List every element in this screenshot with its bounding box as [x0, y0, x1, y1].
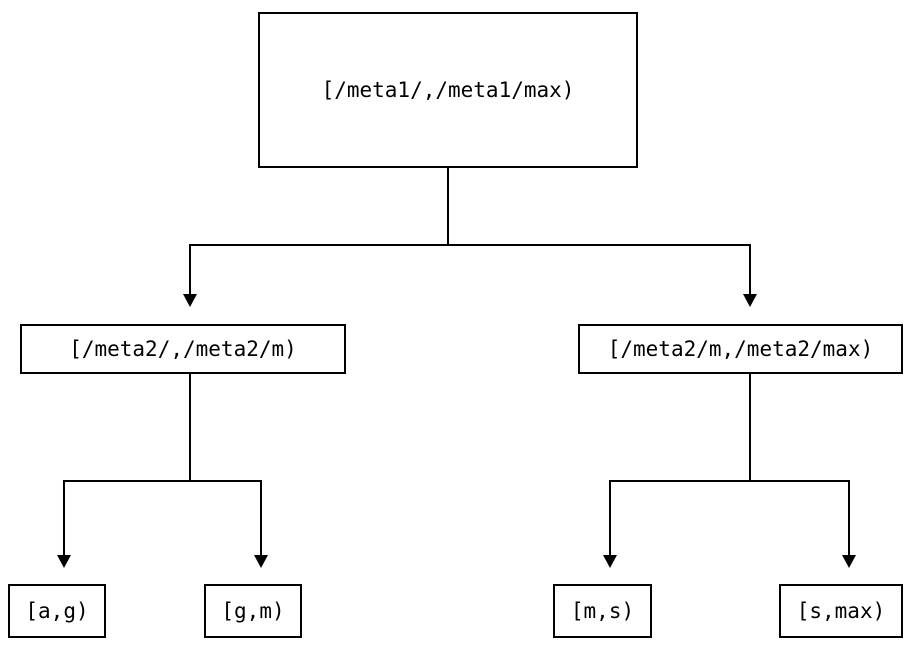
node-mid-left[interactable]: [/meta2/,/meta2/m) [20, 324, 346, 374]
edge-root-to-mid-left [189, 244, 191, 295]
node-leaf-3-label: [m,s) [570, 598, 635, 623]
node-mid-right-label: [/meta2/m,/meta2/max) [607, 336, 874, 361]
edge-mid-left-stem [189, 374, 191, 482]
edge-mid-right-to-leaf-4 [848, 480, 850, 556]
node-leaf-2[interactable]: [g,m) [204, 584, 302, 638]
edge-mid-left-to-leaf-1 [63, 480, 65, 556]
edge-mid-right-to-leaf-3 [609, 480, 611, 556]
node-leaf-4[interactable]: [s,max) [779, 584, 903, 638]
edge-mid-left-crossbar [63, 480, 262, 482]
arrowhead-mid-left-to-leaf-2-icon [254, 555, 268, 568]
arrowhead-mid-right-to-leaf-3-icon [603, 555, 617, 568]
edge-root-to-mid-right [749, 244, 751, 295]
edge-root-stem [447, 168, 449, 246]
edge-mid-right-stem [749, 374, 751, 482]
arrowhead-mid-left-to-leaf-1-icon [57, 555, 71, 568]
node-leaf-1-label: [a,g) [25, 598, 89, 623]
edge-root-crossbar [190, 244, 751, 246]
node-root[interactable]: [/meta1/,/meta1/max) [258, 12, 638, 168]
edge-mid-left-to-leaf-2 [260, 480, 262, 556]
node-leaf-3[interactable]: [m,s) [553, 584, 652, 638]
node-leaf-4-label: [s,max) [796, 598, 886, 623]
arrowhead-root-to-mid-right-icon [743, 294, 757, 307]
arrowhead-mid-right-to-leaf-4-icon [842, 555, 856, 568]
node-mid-right[interactable]: [/meta2/m,/meta2/max) [578, 324, 903, 374]
arrowhead-root-to-mid-left-icon [183, 294, 197, 307]
node-mid-left-label: [/meta2/,/meta2/m) [69, 336, 297, 361]
node-root-label: [/meta1/,/meta1/max) [321, 77, 575, 102]
node-leaf-1[interactable]: [a,g) [8, 584, 106, 638]
edge-mid-right-crossbar [609, 480, 850, 482]
node-leaf-2-label: [g,m) [221, 598, 285, 623]
